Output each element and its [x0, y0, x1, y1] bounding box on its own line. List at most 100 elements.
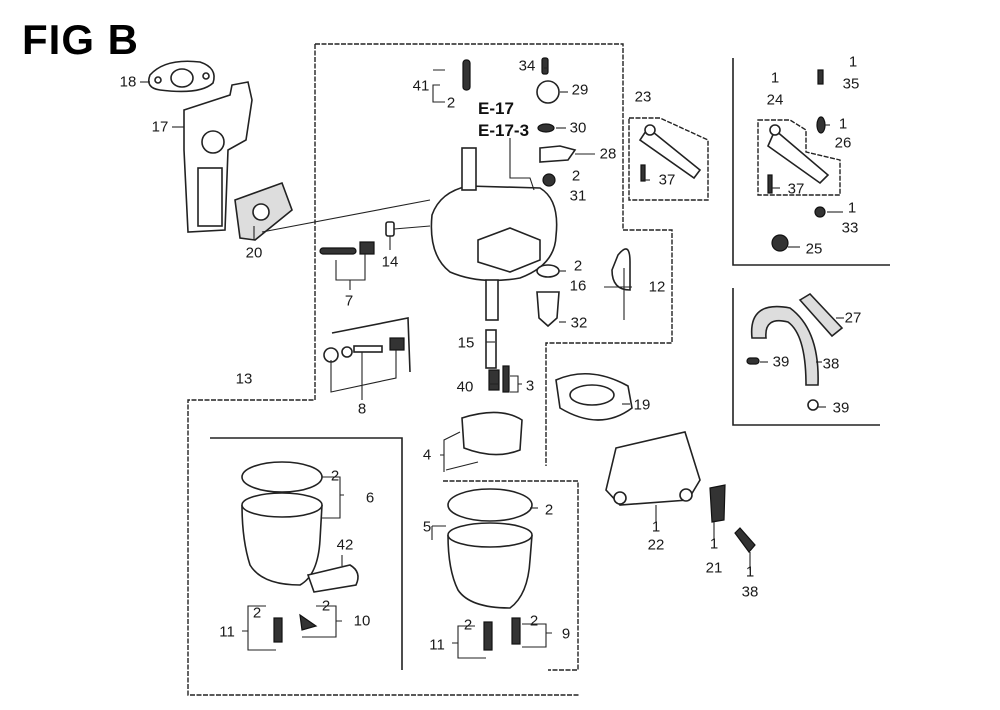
callout-18[interactable]: 18: [119, 73, 137, 91]
callout-5[interactable]: 5: [422, 518, 432, 536]
frame-cup-5: [443, 480, 579, 671]
callout-21-qty: 1: [709, 535, 719, 553]
frame-breather-group: [732, 288, 880, 426]
callout-8[interactable]: 8: [357, 400, 367, 418]
callout-35-qty: 1: [848, 53, 858, 71]
callout-28[interactable]: 28: [599, 145, 617, 163]
part-41-screw: [462, 59, 471, 91]
part-32-jet: [536, 291, 560, 328]
callout-30[interactable]: 30: [569, 119, 587, 137]
callout-27[interactable]: 27: [844, 309, 862, 327]
callout-4[interactable]: 4: [422, 446, 432, 464]
frame-23: [628, 117, 709, 201]
callout-6[interactable]: 6: [365, 489, 375, 507]
callout-38[interactable]: 38: [822, 355, 840, 373]
callout-25[interactable]: 25: [805, 240, 823, 258]
callout-35[interactable]: 35: [842, 75, 860, 93]
part-19-gasket: [555, 372, 633, 421]
part-15-jet: [485, 329, 497, 369]
callout-33[interactable]: 33: [841, 219, 859, 237]
callout-11-b[interactable]: 11: [429, 636, 445, 654]
reference-e17[interactable]: E-17: [478, 99, 514, 118]
part-28-lever: [539, 145, 577, 163]
part-40-needle: [488, 369, 500, 391]
part-5-cup: [447, 488, 533, 609]
callout-20[interactable]: 20: [245, 244, 263, 262]
callout-6-qty: 2: [330, 467, 340, 485]
part-12-pin: [611, 248, 631, 320]
callout-3[interactable]: 3: [525, 377, 535, 395]
callout-11-a[interactable]: 11: [219, 623, 235, 641]
callout-39-a[interactable]: 39: [772, 353, 790, 371]
part-35-screw: [817, 69, 824, 85]
callout-26-qty: 1: [838, 115, 848, 133]
callout-11-a-qty: 2: [252, 604, 262, 622]
callout-23[interactable]: 23: [634, 88, 652, 106]
part-26-ring: [816, 116, 826, 134]
frame-8: [331, 317, 411, 373]
callout-26[interactable]: 26: [834, 134, 852, 152]
part-17-bracket: [183, 81, 253, 233]
part-9-screw: [511, 617, 521, 645]
callout-22[interactable]: 22: [647, 536, 665, 554]
callout-37-b[interactable]: 37: [787, 180, 805, 198]
leader-lines: [140, 67, 844, 659]
callout-41[interactable]: 41: [412, 77, 430, 95]
callout-24[interactable]: 24: [766, 91, 784, 109]
callout-5-qty: 2: [544, 501, 554, 519]
part-10-screw: [299, 613, 318, 631]
callout-19[interactable]: 19: [633, 396, 651, 414]
callout-16-qty: 2: [573, 257, 583, 275]
callout-14[interactable]: 14: [381, 253, 399, 271]
part-7-screw: [319, 241, 375, 255]
frame-cup-6: [210, 437, 403, 670]
part-24-lever: [767, 124, 830, 194]
callout-41-qty: 2: [446, 94, 456, 112]
part-30-spring: [537, 123, 555, 133]
callout-16[interactable]: 16: [569, 277, 587, 295]
part-16-oring: [536, 264, 560, 278]
callout-11-b-qty: 2: [463, 616, 473, 634]
callout-40[interactable]: 40: [456, 378, 474, 396]
part-20-insulator: [234, 181, 293, 241]
callout-42[interactable]: 42: [336, 536, 354, 554]
callout-32[interactable]: 32: [570, 314, 588, 332]
frame-13-left: [187, 44, 580, 696]
part-31-nut: [542, 173, 556, 187]
callout-34[interactable]: 34: [518, 57, 536, 75]
part-11b-bolt: [483, 621, 493, 651]
reference-e17-3[interactable]: E-17-3: [478, 121, 530, 140]
part-3-clip: [502, 365, 510, 393]
part-39b-clip: [807, 399, 819, 411]
part-36-bolt: [734, 527, 756, 553]
callout-31-qty: 2: [571, 167, 581, 185]
callout-7[interactable]: 7: [344, 292, 354, 310]
part-39a-clip: [746, 357, 760, 365]
callout-10[interactable]: 10: [353, 612, 371, 630]
callout-29[interactable]: 29: [571, 81, 589, 99]
callout-10-qty: 2: [321, 597, 331, 615]
part-8-parts: [323, 337, 405, 363]
callout-17[interactable]: 17: [151, 118, 169, 136]
callout-21[interactable]: 21: [705, 559, 723, 577]
callout-12[interactable]: 12: [648, 278, 666, 296]
part-34-screw: [541, 57, 549, 75]
callout-37-a[interactable]: 37: [658, 171, 676, 189]
part-4-float: [445, 411, 523, 471]
callout-13[interactable]: 13: [235, 370, 253, 388]
callout-22-qty: 1: [651, 518, 661, 536]
callout-24-qty: 1: [770, 69, 780, 87]
part-33-nut: [814, 206, 826, 218]
callout-31[interactable]: 31: [569, 187, 587, 205]
callout-39-b[interactable]: 39: [832, 399, 850, 417]
part-6-cup: [241, 461, 323, 586]
part-42-tube: [306, 564, 359, 593]
callout-9[interactable]: 9: [561, 625, 571, 643]
part-27-tube: [798, 292, 844, 338]
part-23-lever: [638, 124, 702, 182]
part-29-cap: [536, 80, 560, 104]
callout-15[interactable]: 15: [457, 334, 475, 352]
callout-38-bolt[interactable]: 38: [741, 583, 759, 601]
figure-title: FIG B: [22, 16, 139, 63]
